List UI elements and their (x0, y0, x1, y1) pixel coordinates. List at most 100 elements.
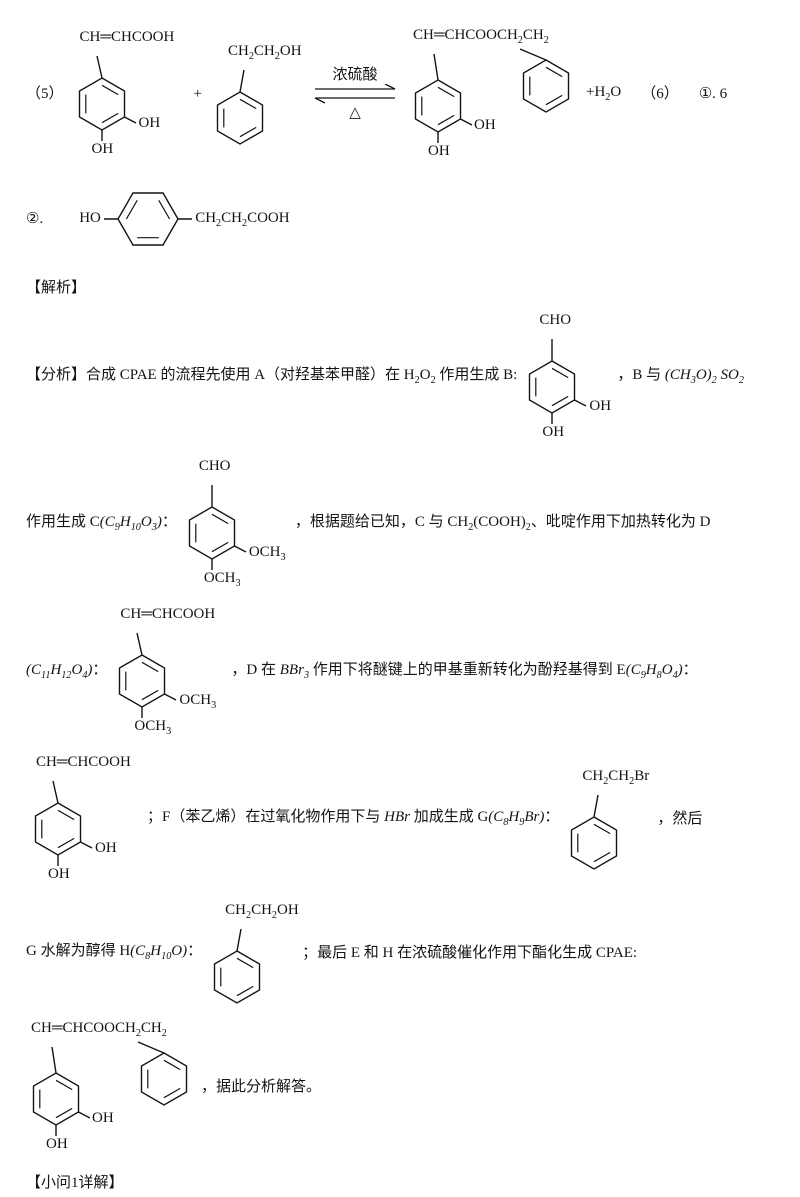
benzene-ring (529, 360, 576, 414)
structure-phenethyl-alcohol: CH2CH2OH (208, 42, 302, 146)
hydroxyl-label: OH (542, 424, 565, 440)
structure-drawing (104, 192, 193, 246)
analysis-paragraph-5: G 水解为醇得 H(C8H10O)： CH2CH2OH ；最后 E 和 H 在浓… (26, 901, 782, 1005)
structure-cpae-ester: CH═CHCOOCH2CH2 OH OH (26, 1019, 198, 1155)
structure-hydroxyphenyl-propanoic-acid: HO CH2CH2COOH (53, 186, 290, 252)
methoxy-label: OCH3 (179, 692, 217, 711)
aldehyde-label: CHO (198, 458, 231, 474)
bond-lines (136, 632, 177, 718)
structure-drawing (571, 794, 618, 870)
delta-heat-label: △ (349, 105, 361, 121)
chain-label: CH═CHCOOCH2CH2 (412, 27, 549, 46)
structure-phenethyl-alcohol: CH2CH2OH (205, 901, 299, 1005)
chain-label: CH═CHCOOCH2CH2 (31, 1020, 167, 1039)
benzene-ring (32, 1072, 80, 1126)
bond-lines (551, 339, 587, 424)
hydroxyl-label: OH (46, 1136, 68, 1152)
hydroxyl-label: OH (427, 143, 450, 159)
section-xiaowen1: 【小问1详解】 (26, 1175, 124, 1191)
structure-dimethoxy-cinnamic-acid: CH═CHCOOH OCH3 OCH3 (110, 605, 228, 739)
answer-2-label: ②. (26, 210, 44, 227)
hydroxyl-label: OH (91, 141, 114, 157)
bond-lines (51, 1041, 165, 1136)
bond-lines (593, 794, 600, 818)
analysis-text: 作用生成 C(C9H10O3)： (26, 514, 177, 534)
equilibrium-arrows-icon (314, 84, 396, 104)
chain-label: CH2CH2Br (582, 768, 650, 787)
score-label: （6） (641, 85, 679, 102)
analysis-text: ；最后 E 和 H 在浓硫酸催化作用下酯化生成 CPAE: (302, 944, 638, 961)
bond-lines (95, 55, 136, 141)
bond-lines (211, 485, 247, 570)
chain-label: CH═CHCOOH (36, 754, 131, 770)
structure-dimethoxy-benzaldehyde: CHO OCH3 OCH3 (180, 457, 292, 591)
plus-sign: + (193, 85, 202, 102)
structure-phenethyl-bromide: CH2CH2Br (562, 767, 654, 871)
hydroxyl-label: OH (473, 117, 496, 133)
benzene-ring (34, 802, 82, 856)
section-heading-row: 【解析】 (26, 278, 782, 299)
hydroxyl-label: OH (48, 866, 70, 882)
methoxy-label: OCH3 (248, 544, 286, 563)
reaction-equation-row: （5） CH═CHCOOH OH OH + CH2CH2OH 浓硫酸 △ (26, 26, 782, 162)
structure-dihydroxy-benzaldehyde: CHO OH OH (520, 311, 614, 443)
answer-1: ①. 6 (698, 85, 728, 102)
benzene-ring (213, 950, 261, 1004)
aldehyde-label: CHO (539, 312, 572, 328)
analysis-text: (C11H12O4)： (26, 662, 108, 682)
bond-lines (52, 780, 93, 866)
structure-drawing (119, 632, 177, 718)
structure-caffeic-acid: CH═CHCOOH OH OH (26, 753, 144, 885)
bond-lines (236, 928, 242, 952)
benzene-ring (119, 654, 166, 708)
structure-caffeic-acid: CH═CHCOOH OH OH (70, 28, 188, 160)
analysis-text: ，根据题给已知，C 与 CH2(COOH)2、吡啶作用下加热转化为 D (294, 514, 711, 534)
hydroxyl-label: OH (95, 840, 117, 856)
chain-label: CH═CHCOOH (120, 606, 216, 622)
structure-drawing (213, 928, 261, 1004)
analysis-paragraph-4: CH═CHCOOH OH OH ；F（苯乙烯）在过氧化物作用下与 HBr 加成生… (26, 753, 782, 885)
benzene-ring (78, 77, 125, 131)
benzene-ring (216, 91, 264, 145)
benzene-ring (140, 1052, 188, 1106)
equilibrium-condition: 浓硫酸 △ (308, 66, 402, 122)
benzene-ring (188, 506, 236, 560)
analysis-text: G 水解为醇得 H(C8H10O)： (26, 943, 203, 963)
methoxy-label: OCH3 (134, 718, 172, 737)
benzene-ring (414, 79, 462, 133)
analysis-text: ，B 与 (CH3O)2 SO2 (617, 367, 744, 387)
benzene-ring (117, 192, 179, 246)
analysis-text: ，据此分析解答。 (201, 1078, 322, 1095)
chain-label: CH2CH2COOH (195, 210, 290, 229)
hydroxyl-label: OH (589, 398, 612, 414)
structure-drawing (414, 48, 570, 143)
analysis-paragraph-6: CH═CHCOOCH2CH2 OH OH ，据此分析解答。 (26, 1019, 782, 1155)
analysis-text: ，然后 (657, 810, 703, 827)
benzene-ring (522, 59, 570, 113)
benzene-ring (571, 816, 618, 870)
step-label: （5） (26, 85, 64, 102)
chain-label: CH2CH2OH (225, 902, 299, 921)
water-byproduct: +H2O (585, 84, 622, 104)
hydroxyl-label: OH (92, 1110, 114, 1126)
section-jiexi: 【解析】 (26, 280, 87, 296)
methoxy-label: OCH3 (203, 570, 241, 589)
analysis-text: 【分析】合成 CPAE 的流程先使用 A（对羟基苯甲醛）在 H2O2 作用生成 … (26, 367, 518, 387)
structure-drawing (34, 780, 93, 866)
structure-drawing (529, 339, 587, 424)
structure-drawing (216, 69, 264, 145)
hydroxyl-label: OH (138, 115, 161, 131)
analysis-paragraph-2: 作用生成 C(C9H10O3)： CHO OCH3 OCH3 ，根据题给已知，C… (26, 457, 782, 591)
chain-label: CH═CHCOOH (79, 29, 175, 45)
bond-lines (433, 48, 547, 143)
catalyst-label: 浓硫酸 (332, 67, 378, 83)
structure-drawing (188, 485, 247, 570)
answer-2-row: ②. HO CH2CH2COOH (26, 186, 782, 252)
hydroxyl-label: HO (79, 210, 101, 226)
analysis-paragraph-1: 【分析】合成 CPAE 的流程先使用 A（对羟基苯甲醛）在 H2O2 作用生成 … (26, 311, 782, 443)
analysis-paragraph-3: (C11H12O4)： CH═CHCOOH OCH3 OCH3 ，D 在 BBr… (26, 605, 782, 739)
analysis-text: ，D 在 BBr3 作用下将醚键上的甲基重新转化为酚羟基得到 E(C9H8O4)… (231, 662, 698, 682)
structure-drawing (78, 55, 136, 141)
structure-drawing (32, 1041, 188, 1136)
